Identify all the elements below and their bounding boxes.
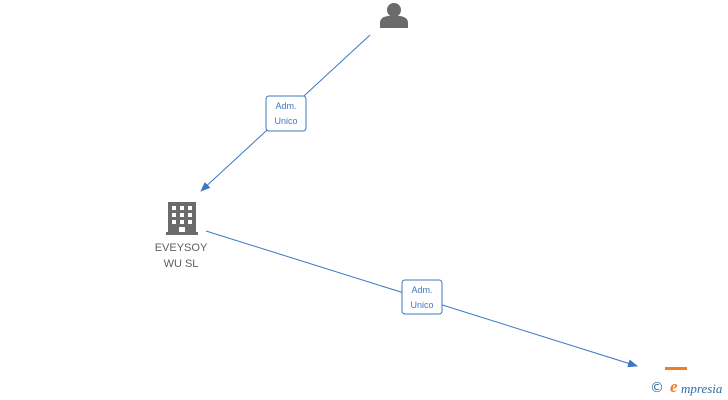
brand-logo-text: mpresia <box>681 381 723 396</box>
copyright-symbol: © <box>650 380 664 396</box>
edge-label-box <box>401 279 443 315</box>
company-node[interactable]: EVEYSOY WU SL <box>155 202 208 270</box>
edge-company-to-target: Adm. Unico <box>205 230 638 368</box>
edge-label-line2: Unico <box>410 300 433 310</box>
brand-logo-initial: e <box>670 377 678 396</box>
edge-label-line1: Adm. <box>275 101 296 111</box>
target-accent-bar <box>665 367 687 370</box>
edge-label-box <box>265 95 307 132</box>
edge-label[interactable]: Adm. Unico <box>265 95 307 132</box>
edge-label-line1: Adm. <box>411 285 432 295</box>
edge-label[interactable]: Adm. Unico <box>401 279 443 315</box>
company-name-line2: WU SL <box>164 258 199 270</box>
edge-label-line2: Unico <box>274 116 297 126</box>
edge-person-to-company: Adm. Unico <box>200 34 371 192</box>
company-name-line1: EVEYSOY <box>155 242 208 254</box>
person-icon <box>380 3 408 28</box>
building-icon <box>166 202 198 235</box>
empresia-watermark: © e mpresia <box>650 378 728 398</box>
person-node[interactable] <box>380 3 408 28</box>
target-node[interactable] <box>665 367 687 370</box>
